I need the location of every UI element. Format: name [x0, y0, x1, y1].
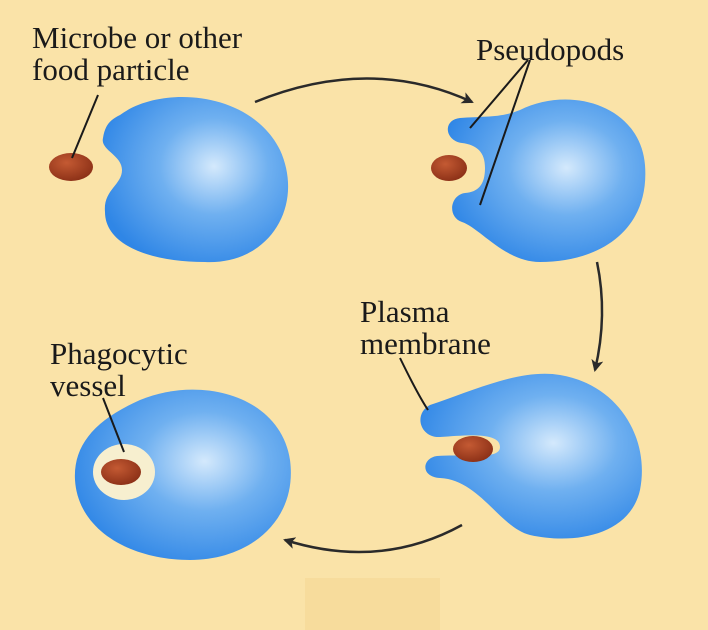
- label-phagocytic-vessel: Phagocytic vessel: [50, 338, 188, 402]
- cell-stage-1: [49, 97, 289, 263]
- cell-stage-3: [420, 373, 642, 539]
- cell-body: [74, 389, 291, 560]
- cell-stage-2: [431, 99, 646, 262]
- label-microbe-line-2: food particle: [32, 52, 190, 87]
- cell-body: [102, 97, 289, 263]
- food-particle: [453, 436, 493, 462]
- microbe-particle: [49, 153, 93, 181]
- leader-pseudopod-lower: [479, 59, 531, 206]
- engulfed-particle: [101, 459, 141, 485]
- label-plasma-membrane-line-2: membrane: [360, 326, 491, 361]
- label-phagocytic-vessel-line-2: vessel: [50, 368, 126, 403]
- label-plasma-membrane-line-1: Plasma: [360, 294, 450, 329]
- leader-pseudopod-upper: [469, 59, 529, 129]
- background-patch: [305, 578, 440, 630]
- label-pseudopods: Pseudopods: [476, 34, 624, 66]
- cycle-arrow-3-to-4: [283, 523, 463, 554]
- cell-body: [420, 373, 642, 539]
- cell-stage-4: [74, 389, 291, 560]
- cell-body: [447, 99, 646, 262]
- label-microbe-line-1: Microbe or other: [32, 20, 243, 55]
- label-phagocytic-vessel-line-1: Phagocytic: [50, 336, 188, 371]
- leader-microbe: [71, 94, 99, 159]
- label-microbe: Microbe or other food particle: [32, 22, 242, 86]
- label-pseudopods-text: Pseudopods: [476, 32, 625, 67]
- leader-phagocytic-vessel: [102, 397, 125, 453]
- food-particle: [431, 155, 467, 181]
- cycle-arrow-2-to-3: [591, 261, 604, 372]
- leader-plasma-membrane: [399, 357, 429, 411]
- label-plasma-membrane: Plasma membrane: [360, 296, 491, 360]
- cycle-arrow-1-to-2: [254, 77, 474, 104]
